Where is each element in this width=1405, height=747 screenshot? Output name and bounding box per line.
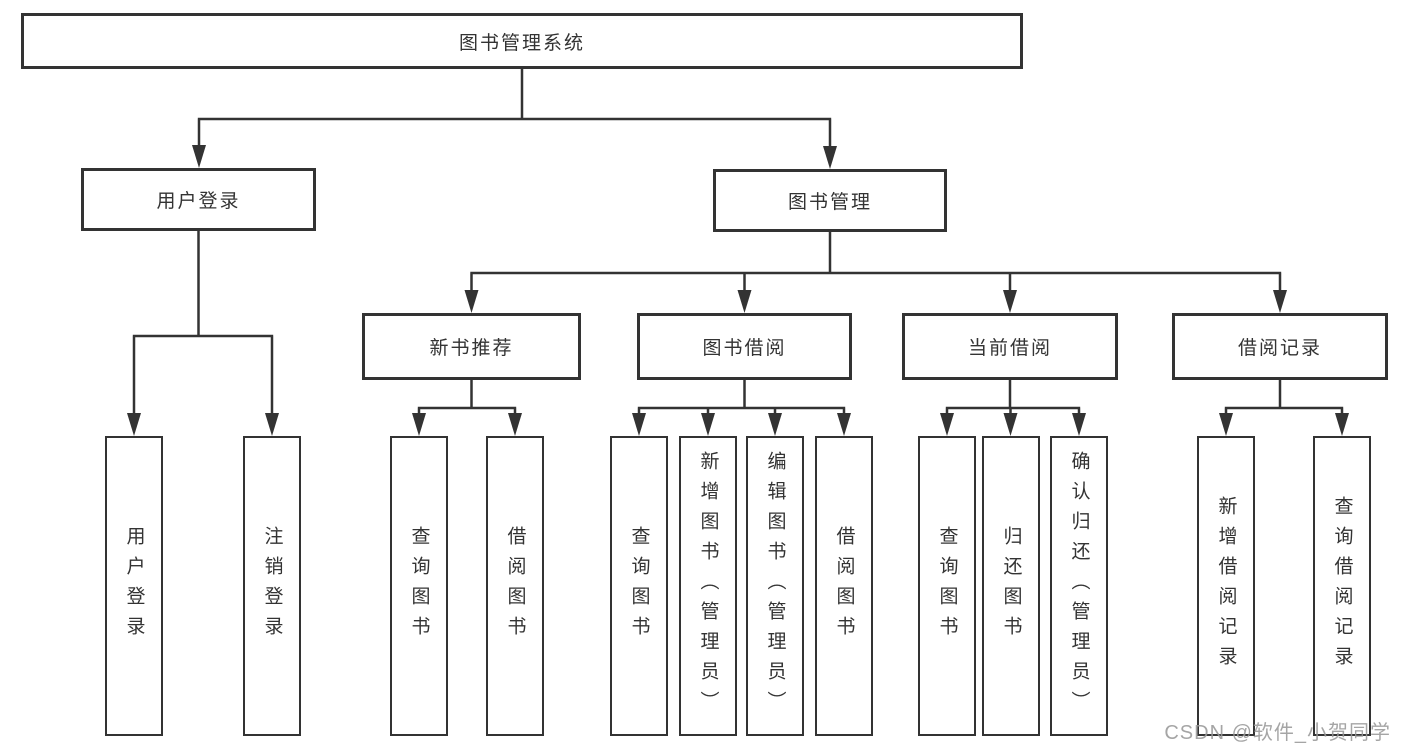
node-label: 新书推荐 [429, 338, 514, 359]
node-new-book-recommend: 新书推荐 [362, 313, 581, 380]
node-add-borrow-record: 新增借阅记录 [1197, 436, 1255, 736]
node-logout: 注销登录 [243, 436, 301, 736]
csdn-watermark: CSDN @软件_小贺同学 [1164, 722, 1391, 744]
node-query-books-borrow: 查询图书 [610, 436, 668, 736]
node-label: 用户登录 [123, 526, 145, 646]
node-label: 图书借阅 [702, 338, 787, 359]
node-query-borrow-record: 查询借阅记录 [1313, 436, 1371, 736]
node-label: 新增借阅记录 [1215, 496, 1237, 676]
node-return-book: 归还图书 [982, 436, 1040, 736]
node-label: 确认归还（管理员） [1068, 451, 1090, 721]
node-borrow-books-recommend: 借阅图书 [486, 436, 544, 736]
node-book-management-system: 图书管理系统 [21, 13, 1023, 69]
node-label: 图书管理系统 [458, 32, 585, 54]
node-borrow-records: 借阅记录 [1172, 313, 1388, 380]
node-label: 用户登录 [156, 191, 241, 212]
node-label: 查询图书 [628, 526, 650, 646]
node-label: 借阅记录 [1237, 338, 1322, 359]
node-label: 新增图书（管理员） [697, 451, 719, 721]
node-label: 归还图书 [1000, 526, 1022, 646]
node-label: 注销登录 [261, 526, 283, 646]
node-label: 图书管理 [787, 192, 872, 213]
node-edit-book-admin: 编辑图书（管理员） [746, 436, 804, 736]
node-label: 借阅图书 [504, 526, 526, 646]
node-query-books-recommend: 查询图书 [390, 436, 448, 736]
node-label: 查询图书 [936, 526, 958, 646]
node-query-books-current: 查询图书 [918, 436, 976, 736]
node-label: 查询图书 [408, 526, 430, 646]
node-label: 借阅图书 [833, 526, 855, 646]
node-current-borrow: 当前借阅 [902, 313, 1118, 380]
node-label: 编辑图书（管理员） [764, 451, 786, 721]
node-confirm-return-admin: 确认归还（管理员） [1050, 436, 1108, 736]
node-user-login: 用户登录 [81, 168, 316, 231]
node-borrow-books: 借阅图书 [815, 436, 873, 736]
node-label: 查询借阅记录 [1331, 496, 1353, 676]
node-book-borrow: 图书借阅 [637, 313, 852, 380]
node-book-management: 图书管理 [713, 169, 947, 232]
node-add-book-admin: 新增图书（管理员） [679, 436, 737, 736]
node-label: 当前借阅 [967, 338, 1052, 359]
node-user-login-leaf: 用户登录 [105, 436, 163, 736]
